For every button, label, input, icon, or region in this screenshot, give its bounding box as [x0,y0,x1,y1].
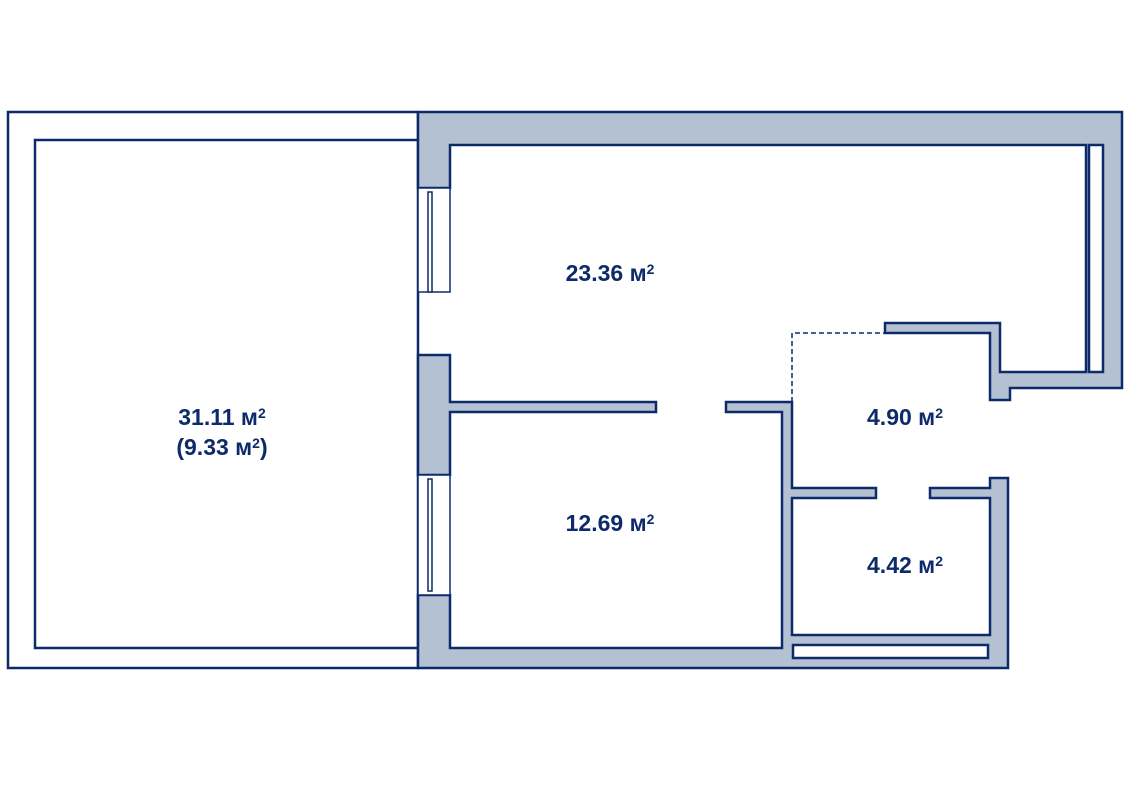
window-living-sash [427,191,433,293]
dashed-boundary [791,332,885,402]
window-living [417,187,451,293]
room-label-living: 23.36 м2 [565,260,655,286]
room-label-bathroom: 4.42 м2 [867,552,943,578]
balcony-inner-line [33,138,418,650]
window-right [1087,143,1105,374]
room-label-hall: 4.90 м2 [867,404,943,430]
bottom-niche [791,643,990,660]
wall-left-partition [416,353,658,477]
window-bedroom [417,474,451,596]
window-bedroom-sash [427,478,433,592]
room-label-balcony: 31.11 м2 (9.33 м2) [176,404,268,460]
balcony-outline [6,110,420,670]
wall-bottom [416,400,1010,670]
room-label-bedroom: 12.69 м2 [565,510,655,536]
wall-top-right [416,110,1124,402]
